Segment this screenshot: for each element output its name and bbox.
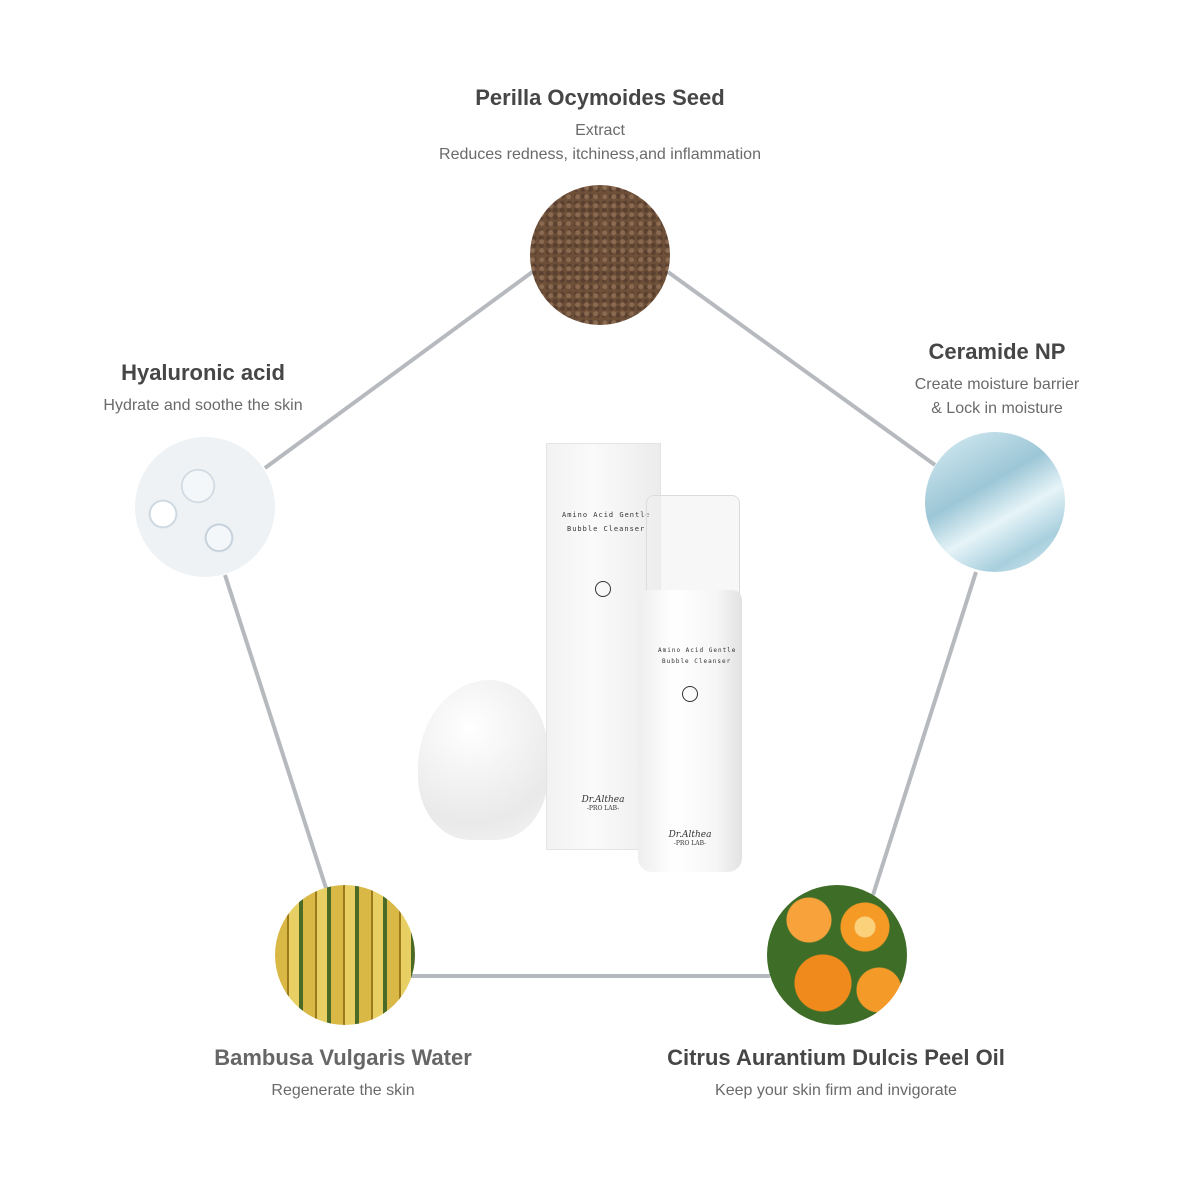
ingredient-label-ceramide: Ceramide NP Create moisture barrier & Lo… (915, 339, 1080, 421)
orange-image (767, 885, 907, 1025)
smiley-icon (595, 581, 611, 597)
ingredient-desc: Create moisture barrier (914, 376, 1080, 393)
connector-line (223, 574, 328, 889)
ingredient-title: Citrus Aurantium Dulcis Peel Oil (667, 1045, 1005, 1070)
ingredient-label-perilla: Perilla Ocymoides Seed Extract Reduces r… (439, 85, 761, 167)
box-product-name: Bubble Cleanser (567, 525, 646, 533)
ingredient-title: Perilla Ocymoides Seed (475, 85, 725, 110)
perilla-seed-image (530, 185, 670, 325)
ingredient-desc: Regenerate the skin (271, 1082, 415, 1099)
smiley-icon (682, 686, 698, 702)
brand-sub: -PRO LAB- (673, 840, 707, 847)
brand-name: Dr.Althea (668, 830, 712, 840)
ceramide-gel-image (925, 432, 1065, 572)
connector-line (263, 268, 537, 470)
ingredient-title: Hyaluronic acid (121, 360, 285, 385)
connector-line (871, 571, 978, 896)
bottle-product-name: Bubble Cleanser (662, 658, 732, 665)
ingredient-title: Bambusa Vulgaris Water (214, 1045, 472, 1070)
hyaluronic-acid-image (135, 437, 275, 577)
brand-name: Dr.Althea (581, 795, 625, 805)
ingredient-label-hyaluronic: Hyaluronic acid Hydrate and soothe the s… (103, 360, 302, 418)
ingredient-desc: Hydrate and soothe the skin (103, 397, 303, 414)
connector-line (666, 270, 937, 467)
bottle-product-name: Amino Acid Gentle (658, 647, 737, 654)
ingredient-desc: Keep your skin firm and invigorate (715, 1082, 957, 1099)
ingredient-desc: Extract (575, 122, 625, 139)
box-product-name: Amino Acid Gentle (562, 511, 651, 519)
foam-image (418, 680, 548, 840)
ingredient-desc: Reduces redness, itchiness,and inflammat… (439, 146, 761, 163)
ingredient-label-bamboo: Bambusa Vulgaris Water Regenerate the sk… (214, 1045, 472, 1103)
ingredient-title: Ceramide NP (928, 339, 1066, 364)
brand-sub: -PRO LAB- (586, 805, 620, 812)
ingredient-desc: & Lock in moisture (931, 400, 1063, 417)
bottle-brand-logo: Dr.Althea-PRO LAB- (665, 830, 715, 847)
bottle (638, 590, 742, 872)
bamboo-image (275, 885, 415, 1025)
ingredient-label-citrus: Citrus Aurantium Dulcis Peel Oil Keep yo… (667, 1045, 1005, 1103)
bottle-pump-cap (646, 495, 740, 597)
box-brand-logo: Dr.Althea-PRO LAB- (578, 795, 628, 812)
